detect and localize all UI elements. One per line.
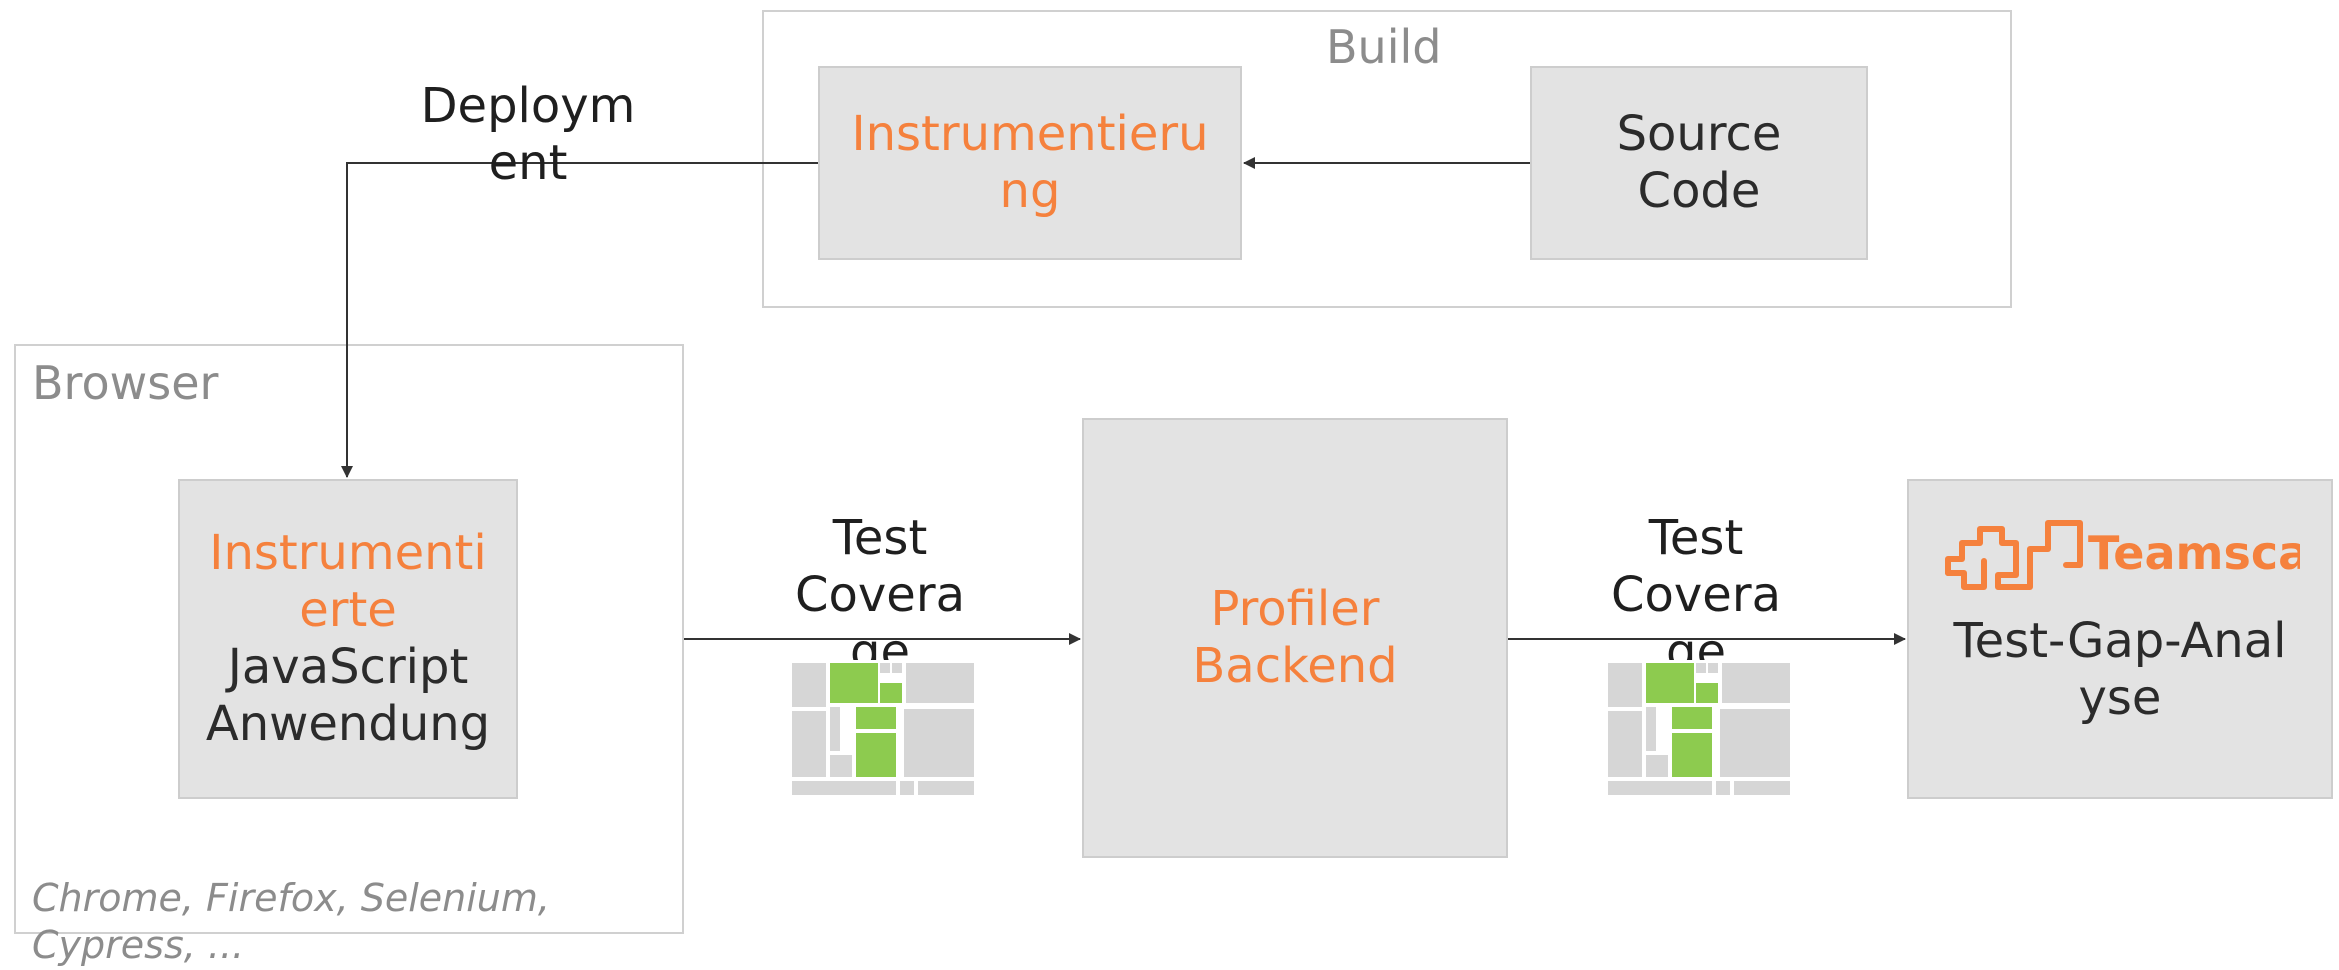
build-title: Build <box>1326 20 1442 74</box>
test-coverage-2-line2: Covera <box>1611 567 1781 623</box>
source-code-line1: Source <box>1616 106 1782 162</box>
teamscale-logo-icon: Teamscale <box>1945 520 2300 590</box>
teamscale-box: Teamscale Test-Gap-Anal yse <box>1907 479 2333 799</box>
instrumentierung-line1: Instrumentieru <box>851 106 1209 162</box>
profiler-backend-box: Profiler Backend <box>1082 418 1508 858</box>
browser-title: Browser <box>32 356 219 410</box>
coverage-treemap-icon <box>1608 663 1790 795</box>
profiler-backend-line2: Backend <box>1192 638 1398 694</box>
instrumented-app-line1: Instrumenti <box>209 525 487 581</box>
instrumented-app-box: Instrumenti erte JavaScript Anwendung <box>178 479 518 799</box>
browser-note-line2: Cypress, ... <box>32 923 245 967</box>
deployment-line1: Deploym <box>420 78 636 134</box>
teamscale-line1: Test-Gap-Anal <box>1953 613 2287 669</box>
test-coverage-label-1: Test Covera ge <box>780 510 980 660</box>
instrumented-app-line3: JavaScript <box>227 639 469 695</box>
teamscale-line2: yse <box>2078 670 2162 726</box>
source-code-box: Source Code <box>1530 66 1868 260</box>
source-code-line2: Code <box>1637 163 1761 219</box>
test-coverage-1-line2: Covera <box>795 567 965 623</box>
coverage-treemap-icon <box>792 663 974 795</box>
teamscale-logo-text: Teamscale <box>2088 526 2300 580</box>
test-coverage-label-2: Test Covera ge <box>1596 510 1796 660</box>
deployment-label: Deploym ent <box>418 78 638 192</box>
deployment-line2: ent <box>488 135 568 191</box>
instrumented-app-line2: erte <box>299 582 397 638</box>
test-coverage-1-line1: Test <box>832 510 928 566</box>
instrumented-app-line4: Anwendung <box>205 696 491 752</box>
instrumentierung-line2: ng <box>999 163 1061 219</box>
test-coverage-2-line3: ge <box>1666 624 1726 660</box>
browser-note-line1: Chrome, Firefox, Selenium, <box>32 876 550 920</box>
test-coverage-1-line3: ge <box>850 624 910 660</box>
profiler-backend-line1: Profiler <box>1210 581 1380 637</box>
deployment-arrow <box>341 162 818 478</box>
instrumentierung-box: Instrumentieru ng <box>818 66 1242 260</box>
test-coverage-2-line1: Test <box>1648 510 1744 566</box>
